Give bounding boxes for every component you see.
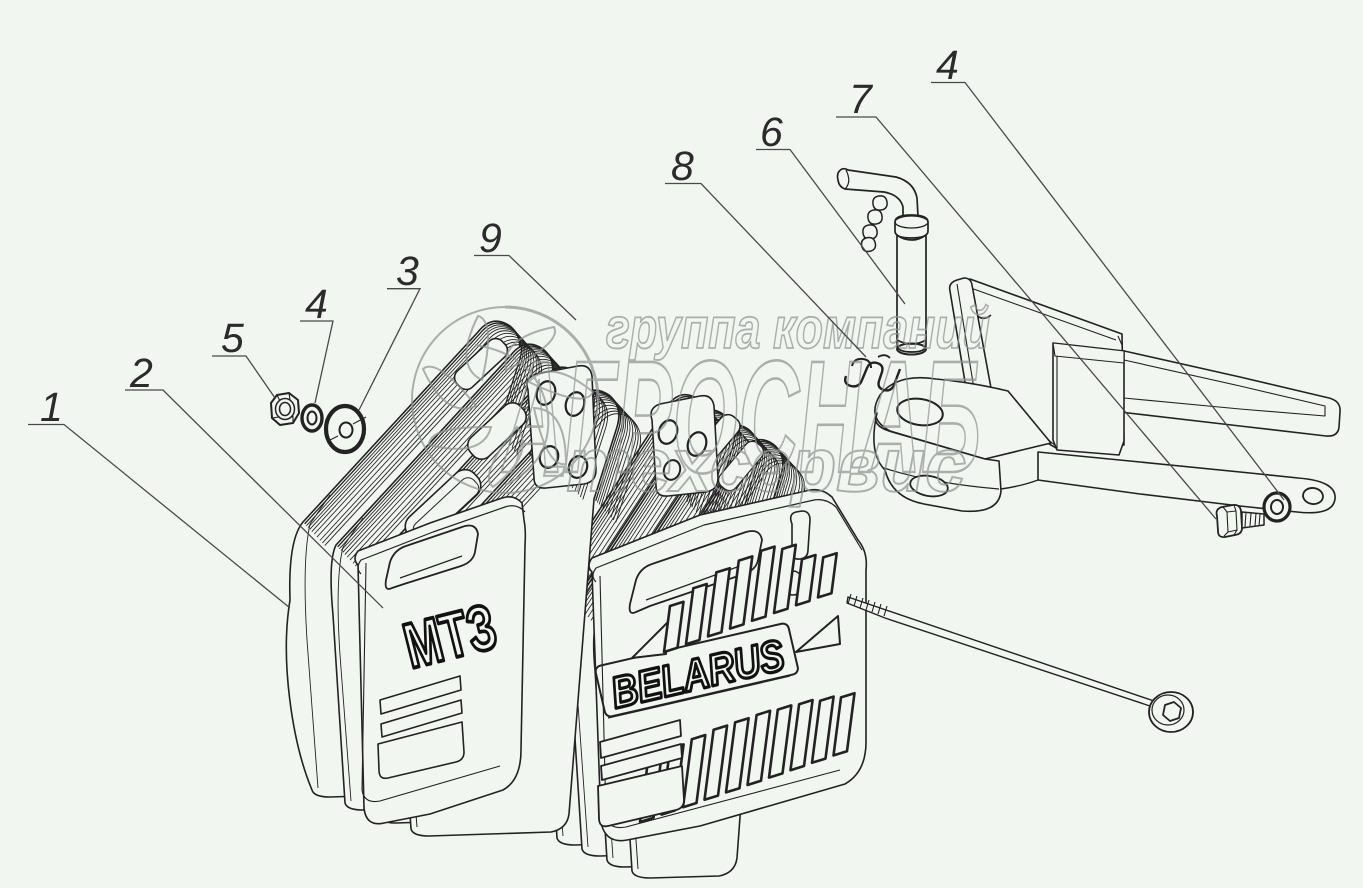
svg-text:группа компаний: группа компаний: [606, 296, 990, 361]
svg-text:5: 5: [221, 315, 244, 361]
svg-text:АГРОСНАБ: АГРОСНАБ: [501, 327, 981, 506]
svg-text:2: 2: [129, 350, 153, 396]
svg-text:3: 3: [396, 248, 419, 294]
svg-text:6: 6: [760, 109, 783, 155]
svg-text:9: 9: [479, 215, 502, 261]
svg-text:4: 4: [305, 281, 328, 327]
svg-text:8: 8: [671, 143, 694, 189]
svg-text:4: 4: [936, 42, 959, 88]
svg-text:1: 1: [40, 384, 63, 430]
svg-text:7: 7: [849, 76, 874, 122]
svg-text:-техсервис: -техсервис: [542, 423, 966, 508]
